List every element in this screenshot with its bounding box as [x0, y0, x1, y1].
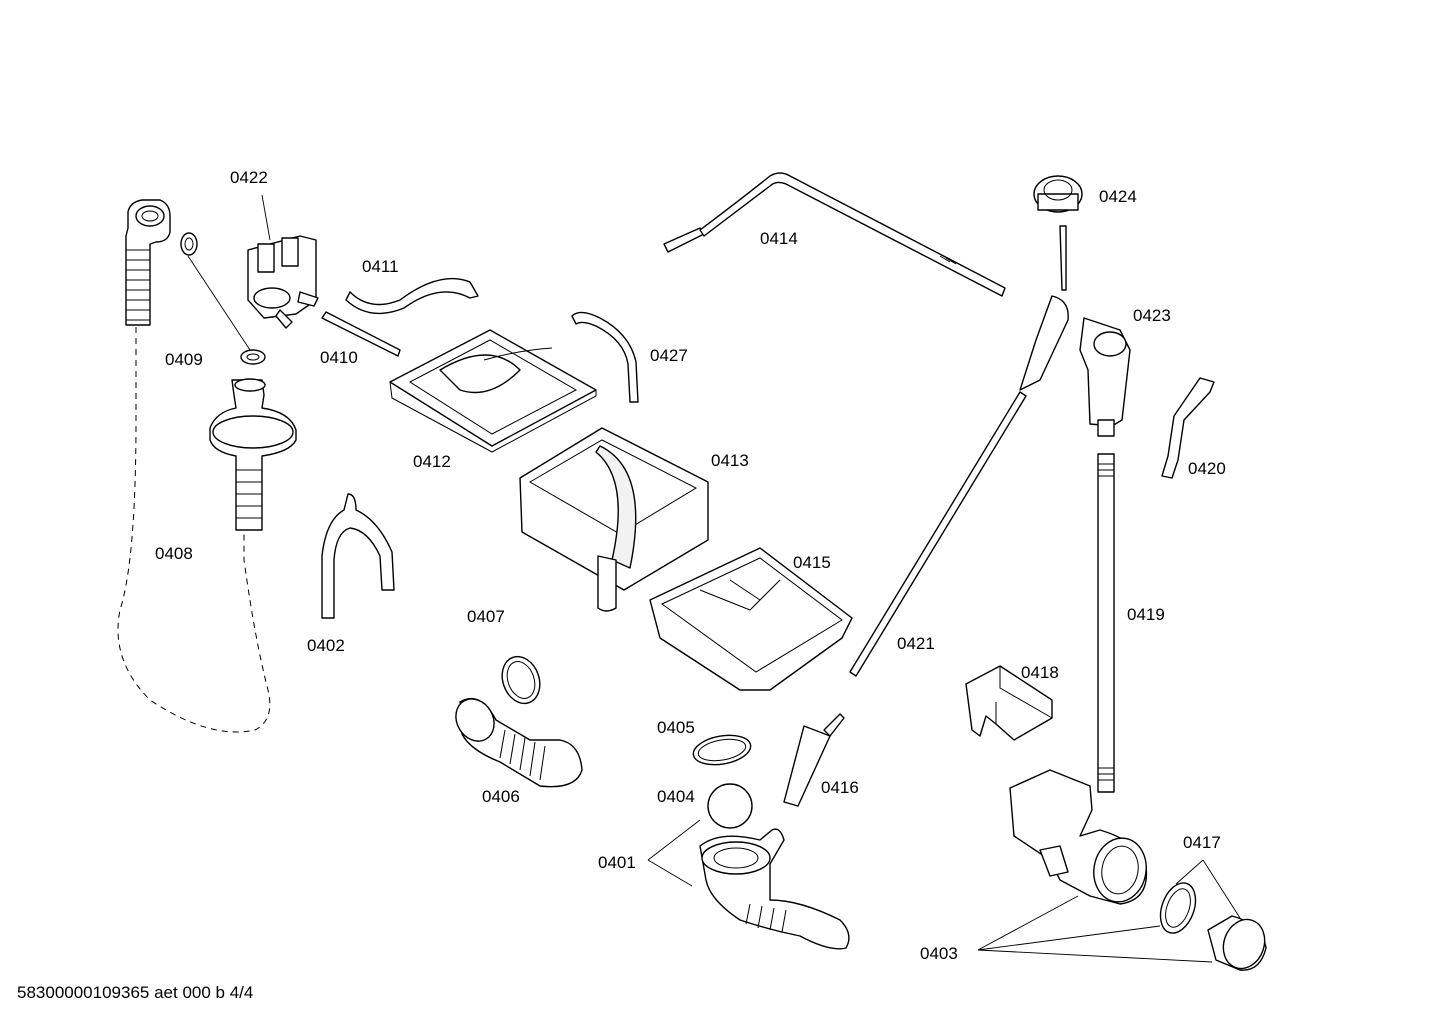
part-0415-drawer[interactable]: [649, 547, 853, 691]
label-0416: 0416: [821, 778, 859, 797]
part-0423-air-trap[interactable]: [1079, 317, 1131, 437]
label-0408: 0408: [155, 544, 193, 563]
part-0411-hose[interactable]: [345, 277, 479, 315]
label-0413: 0413: [711, 451, 749, 470]
label-0427: 0427: [650, 346, 688, 365]
part-0414-hose[interactable]: [663, 172, 1006, 297]
label-0409: 0409: [165, 350, 203, 369]
label-0403: 0403: [920, 944, 958, 963]
label-0410: 0410: [320, 348, 358, 367]
label-0402: 0402: [307, 636, 345, 655]
part-0412-frame[interactable]: [389, 329, 597, 453]
part-0406-bellows[interactable]: [448, 692, 583, 788]
label-0418: 0418: [1021, 663, 1059, 682]
label-0419: 0419: [1127, 605, 1165, 624]
label-0417: 0417: [1183, 833, 1221, 852]
label-0424: 0424: [1099, 187, 1137, 206]
label-0415: 0415: [793, 553, 831, 572]
label-0421: 0421: [897, 634, 935, 653]
label-0420: 0420: [1188, 459, 1226, 478]
drawing-number-footer: 58300000109365 aet 000 b 4/4: [17, 983, 254, 1002]
label-0422: 0422: [230, 168, 268, 187]
part-0405-gasket[interactable]: [691, 731, 753, 769]
part-0401-sump[interactable]: [699, 828, 850, 950]
part-0418-bracket[interactable]: [965, 665, 1053, 741]
part-0422-valve[interactable]: [247, 194, 319, 329]
part-0410-tube[interactable]: [321, 311, 401, 357]
part-0421-tube[interactable]: [849, 225, 1069, 677]
label-0411: 0411: [362, 257, 399, 276]
part-0403-pump[interactable]: [1009, 769, 1151, 906]
part-0420-hose[interactable]: [1161, 377, 1215, 479]
part-0407-gasket[interactable]: [496, 651, 546, 708]
label-0414: 0414: [760, 229, 798, 248]
part-0427-hose[interactable]: [571, 311, 639, 403]
leader-lines: [647, 819, 1241, 963]
label-0401: 0401: [598, 853, 636, 872]
label-0412: 0412: [413, 452, 451, 471]
part-0419-hose[interactable]: [1097, 453, 1115, 793]
part-0416-sensor[interactable]: [783, 713, 845, 807]
part-0408-hose[interactable]: [117, 199, 297, 733]
label-0404: 0404: [657, 787, 695, 806]
part-0409-washers[interactable]: [180, 232, 266, 365]
label-0407: 0407: [467, 607, 505, 626]
part-0424-pressure-switch[interactable]: [1033, 175, 1083, 213]
part-0402-siphon[interactable]: [321, 493, 395, 619]
part-0404-ball[interactable]: [707, 783, 753, 829]
part-0417-filter[interactable]: [1154, 878, 1271, 974]
label-0406: 0406: [482, 787, 520, 806]
label-0405: 0405: [657, 718, 695, 737]
part-0413-housing[interactable]: [519, 427, 709, 612]
label-0423: 0423: [1133, 306, 1171, 325]
